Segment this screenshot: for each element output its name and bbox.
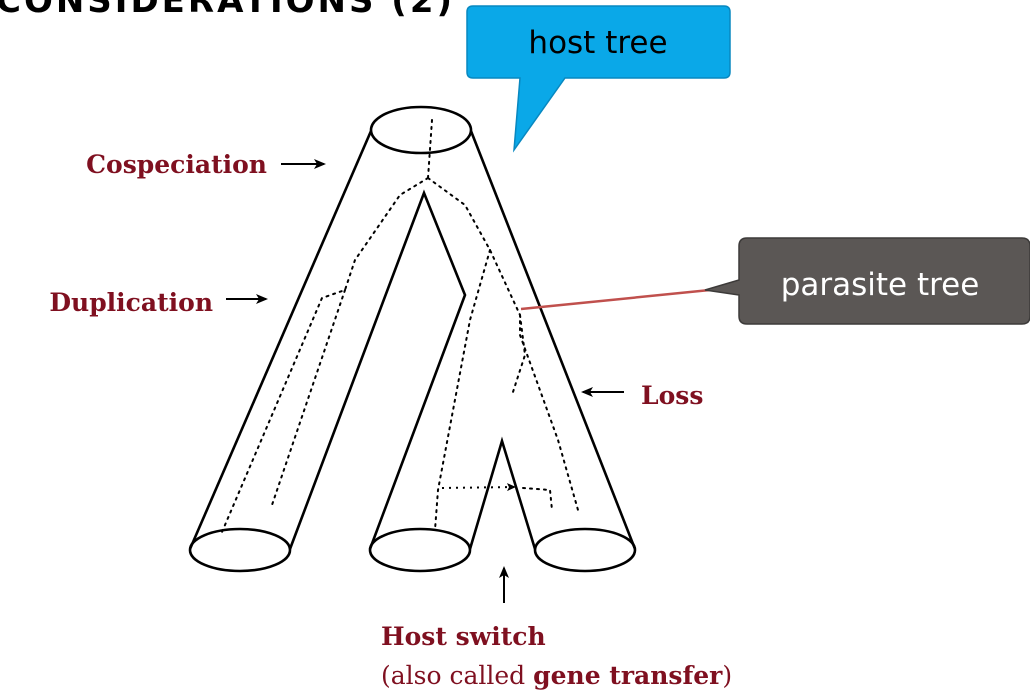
parasite-left-lineage [221, 177, 429, 533]
host-tree-top-opening [369, 105, 473, 155]
host-tree [188, 105, 637, 573]
host-tree-middle-opening [368, 527, 472, 573]
parasite-lost-lineage [511, 314, 527, 396]
host-tree-lower-fork [468, 436, 537, 550]
host-tree-callout-text: host tree [528, 25, 667, 61]
duplication-label: Duplication [49, 288, 213, 317]
parasite-middle-lineage [434, 249, 491, 531]
host-tree-outer-right-edge [469, 130, 637, 550]
host-switch-note: (also called gene transfer) [381, 661, 732, 690]
host-tree-callout: host tree [466, 5, 731, 153]
host-tree-left-opening [188, 527, 292, 573]
parasite-duplicate-lineage [271, 289, 346, 506]
host-tree-inner-fork [288, 189, 467, 550]
host-switch-transfer-arrow [441, 483, 516, 492]
parasite-callout-connector [520, 285, 741, 311]
loss-label: Loss [641, 381, 703, 410]
parasite-tree [221, 119, 579, 533]
host-tree-outer-left-edge [188, 130, 373, 550]
slide-title: CONSIDERATIONS (2) [0, 0, 455, 21]
host-switch-note-close: ) [722, 661, 732, 690]
parasite-trunk [427, 119, 433, 179]
host-switch-note-bold: gene transfer [533, 661, 723, 690]
host-tree-right-opening [533, 527, 637, 573]
host-switch-note-open: (also called [381, 661, 533, 690]
parasite-switch-branch [522, 487, 553, 511]
parasite-tree-callout: parasite tree [520, 237, 1030, 325]
parasite-tree-callout-text: parasite tree [781, 267, 980, 303]
cospeciation-label: Cospeciation [86, 150, 267, 179]
host-switch-label: Host switch [381, 622, 546, 651]
